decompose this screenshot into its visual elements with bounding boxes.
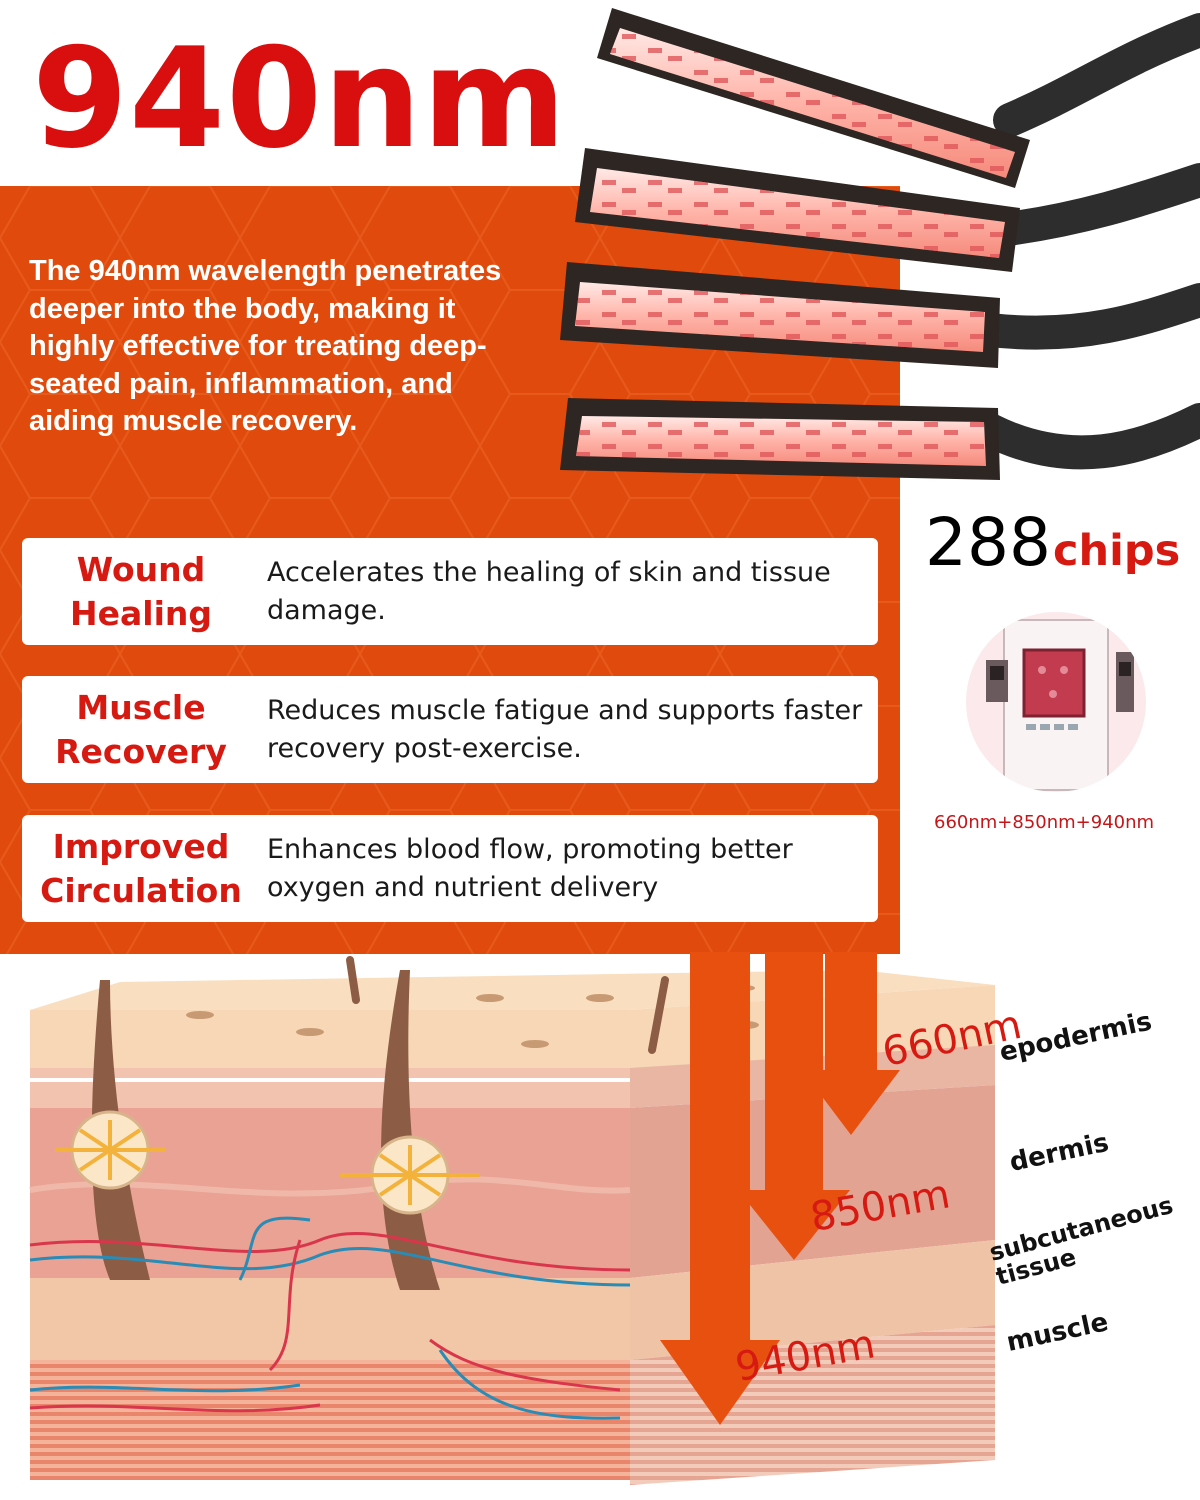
benefit-description: Enhances blood flow, promoting better ox… xyxy=(267,834,793,903)
benefit-description: Accelerates the healing of skin and tiss… xyxy=(267,557,831,626)
benefit-description: Reduces muscle fatigue and supports fast… xyxy=(267,695,863,764)
lamp-cable-2 xyxy=(983,163,1200,247)
led-chip-icon xyxy=(986,619,1134,791)
lamp-cable-1 xyxy=(993,13,1200,137)
lamp-bar-3 xyxy=(560,262,1000,368)
arrow-850nm xyxy=(738,952,850,1260)
wavelength-combo-label: 660nm+850nm+940nm xyxy=(934,812,1155,833)
arrow-940nm xyxy=(660,952,780,1425)
skin-top-surface xyxy=(30,985,995,1080)
led-lamp-bars xyxy=(560,8,1200,480)
lamp-bar-2 xyxy=(575,148,1020,272)
intro-text: The 940nm wavelength penetrates deeper i… xyxy=(29,255,502,437)
epidermis-layer xyxy=(30,1068,630,1108)
lamp-cable-4 xyxy=(973,403,1200,470)
sebaceous-gland-2 xyxy=(340,1135,480,1215)
lamp-cable-3 xyxy=(973,283,1200,350)
muscle-layer xyxy=(30,1360,630,1480)
sebaceous-gland-1 xyxy=(55,1110,165,1190)
subcutaneous-layer xyxy=(30,1278,630,1360)
chips-unit: chips xyxy=(1052,526,1181,576)
benefit-card-muscle-recovery: Muscle Recovery Reduces muscle fatigue a… xyxy=(22,676,878,783)
chips-number: 288 xyxy=(925,504,1051,581)
lamp-bar-1 xyxy=(597,8,1030,188)
vein xyxy=(29,1247,631,1287)
chips-count: 288chips xyxy=(925,510,1180,576)
headline-wavelength: 940nm xyxy=(32,18,568,179)
benefit-title: Muscle Recovery xyxy=(55,687,227,771)
benefit-title: Wound Healing xyxy=(69,549,212,633)
benefit-title: Improved Circulation xyxy=(40,826,242,910)
lamp-bar-4 xyxy=(560,398,1000,480)
arrow-660nm xyxy=(802,952,900,1135)
hair-follicle-1 xyxy=(91,980,150,1280)
skin-cross-section xyxy=(29,952,995,1485)
led-chip-closeup xyxy=(966,612,1146,792)
benefit-card-improved-circulation: Improved Circulation Enhances blood flow… xyxy=(22,815,878,922)
artery xyxy=(29,1232,631,1272)
benefit-card-wound-healing: Wound Healing Accelerates the healing of… xyxy=(22,538,878,645)
